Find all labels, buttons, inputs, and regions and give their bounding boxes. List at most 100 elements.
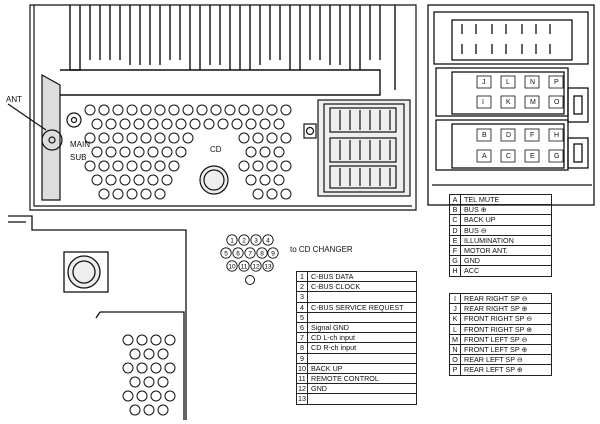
iso-pin-slot [500,128,516,142]
label-cd: CD [210,145,222,154]
pin-function [307,352,417,364]
iso-pin-letter: F [530,132,534,139]
iso-pin-slot [548,95,564,109]
din-pin-circle [262,260,274,272]
pin-function: C-BUS SERVICE REQUEST [307,301,417,313]
pin-function: FRONT LEFT SP ⊖ [460,333,552,346]
iso-pin-slot [476,149,492,163]
pin-id: B [449,204,461,216]
pin-id: 12 [296,383,308,395]
iso-pin-slot [548,128,564,142]
pin-function: MOTOR ANT. [460,245,552,257]
iso-pin-slot [524,149,540,163]
iso-pin-letter: D [506,132,511,139]
pin-function [307,291,417,303]
pin-function: C-BUS DATA [307,270,417,283]
iso-pin-slot [476,128,492,142]
vent-holes [84,104,292,200]
din-pin-number: 12 [252,263,260,270]
side-vent-holes [122,334,176,416]
iso-pin-slot [548,149,564,163]
pin-id: O [449,354,461,366]
pin-function: REAR LEFT SP ⊕ [460,364,552,376]
iso-pin-letter: H [554,132,559,139]
iso-pin-letter: P [554,79,559,86]
iso-pin-letter: M [530,99,536,106]
iso-pin-slot [476,75,492,89]
cd-din-socket [199,165,229,195]
pin-id: 1 [296,270,308,283]
din-pin-circle [250,260,262,272]
din-pin-circle [220,247,232,259]
pin-id: P [449,364,461,376]
pin-function: ACC [460,265,552,277]
pin-id: 13 [296,393,308,405]
pin-id: 2 [296,281,308,293]
pin-function: REAR RIGHT SP ⊕ [460,303,552,315]
din-pin-number: 4 [266,237,270,244]
pin-id: 11 [296,373,308,385]
pin-function: ILLUMINATION [460,234,552,247]
pin-id: N [449,344,461,356]
pin-id: K [449,313,461,325]
iso-pin-letter: L [506,79,510,86]
pin-id: H [449,265,461,277]
din-pin-circle [250,234,262,246]
din-key-notch [245,275,255,285]
din-pin-number: 1 [230,237,234,244]
din-pin-circle [226,234,238,246]
iso-pin-letter: G [554,153,559,160]
pin-id: 6 [296,322,308,334]
pin-id: J [449,303,461,315]
din-pin-number: 8 [260,250,264,257]
iso-pin-letter: I [482,99,484,106]
iso-pin-slot [524,75,540,89]
iso-pin-letter: A [482,153,487,160]
din-pin-number: 5 [224,250,228,257]
iso-pin-slot [548,75,564,89]
din-pin-number: 11 [241,263,248,270]
pin-function: FRONT LEFT SP ⊕ [460,344,552,356]
pin-function: CD L-ch input [307,332,417,344]
pin-function: CD R-ch input [307,342,417,354]
pin-id: 7 [296,332,308,344]
pin-id: 9 [296,352,308,364]
table-row: 9 [296,352,417,364]
pin-function: GND [460,255,552,267]
heatsink-fins [60,5,396,96]
din-pin-number: 3 [254,237,258,244]
pin-function: FRONT RIGHT SP ⊕ [460,323,552,335]
iso-pin-slot [524,128,540,142]
din-pin-number: 2 [242,237,246,244]
pin-id: 10 [296,362,308,375]
iso-pin-slot [500,75,516,89]
table-row: 13 [296,393,417,405]
pin-id: E [449,234,461,247]
din-pin-number: 10 [228,263,236,270]
pin-function: BACK UP [460,214,552,226]
table-row: 3 [296,291,417,303]
pin-function [307,311,417,324]
pin-function: Signal GND [307,322,417,334]
